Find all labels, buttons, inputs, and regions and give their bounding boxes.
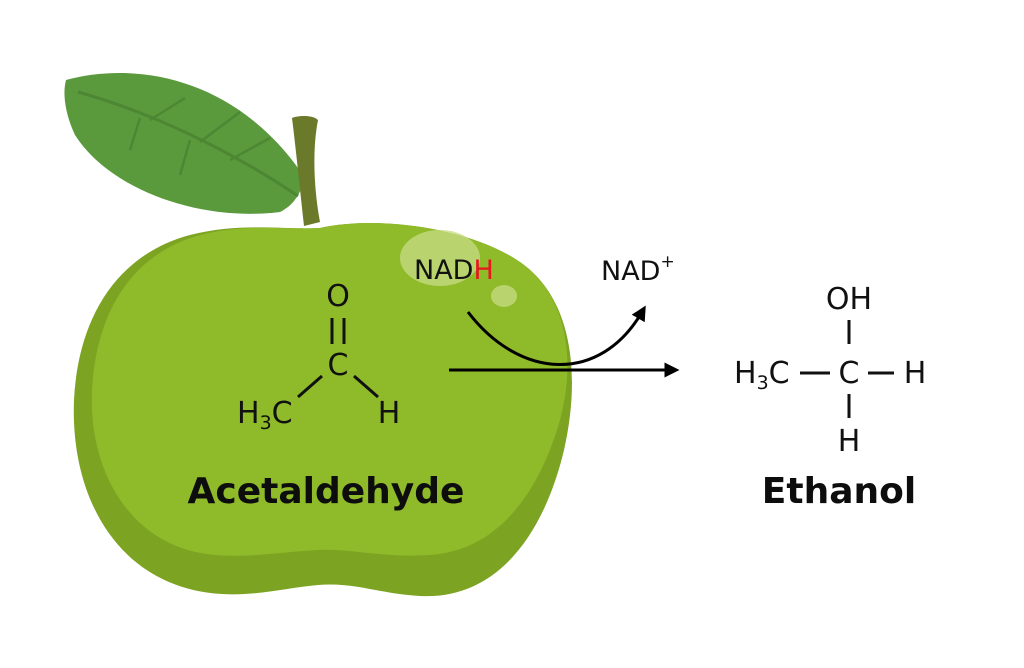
cofactor-curved-arrow	[466, 305, 646, 366]
bond-to-methyl	[297, 374, 323, 399]
apple-leaf	[64, 73, 305, 214]
ethanol-added-hydrogen: H	[904, 356, 927, 391]
ethanol-carbon: C	[839, 356, 860, 391]
bond-to-hydrogen	[353, 374, 379, 399]
nadh-hydrogen: H	[473, 255, 493, 286]
acetaldehyde-hydrogen: H	[378, 396, 401, 431]
acetaldehyde-oxygen: O	[326, 279, 350, 314]
ethanol-structure: OH H3C C H H	[734, 282, 926, 459]
nadh-label: NADH	[414, 255, 494, 286]
product-name: Ethanol	[762, 471, 916, 512]
apple-illustration	[64, 73, 572, 597]
apple-body	[91, 223, 568, 556]
apple-highlight	[400, 230, 480, 286]
reaction-arrows	[449, 305, 680, 378]
ethanol-bottom-hydrogen: H	[838, 424, 861, 459]
leaf-vein	[77, 90, 299, 198]
ethanol-methyl: H3C	[734, 356, 790, 394]
nad-plus-label: NAD+	[601, 252, 675, 287]
apple-highlight-small	[491, 285, 517, 307]
ethanol-hydroxyl: OH	[826, 282, 872, 317]
leaf-vein-branch	[128, 96, 271, 176]
reactant-name: Acetaldehyde	[188, 471, 465, 512]
acetaldehyde-methyl: H3C	[237, 396, 293, 434]
acetaldehyde-structure: O C H3C H	[237, 279, 400, 434]
apple-stem	[292, 116, 320, 226]
acetaldehyde-carbon: C	[328, 348, 349, 383]
